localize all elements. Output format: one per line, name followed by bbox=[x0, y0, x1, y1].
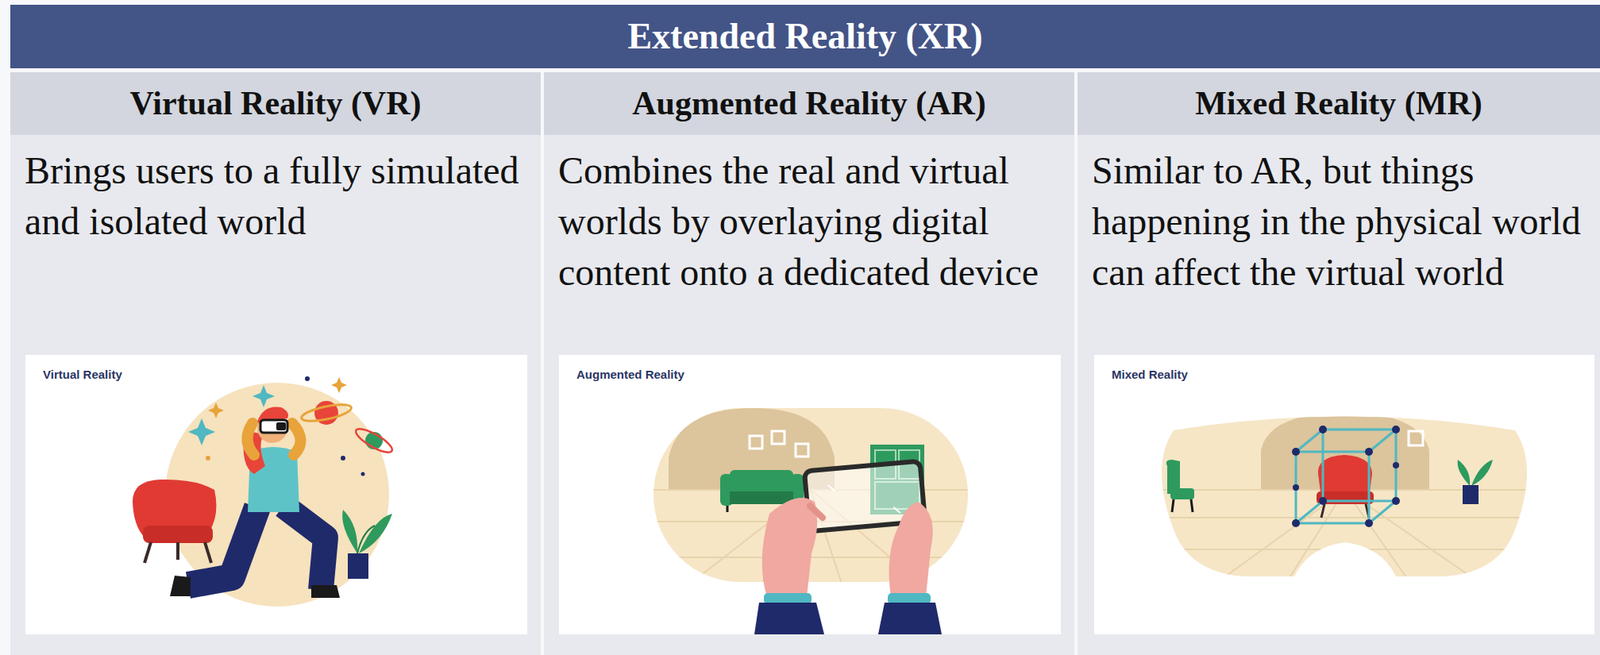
illustration-box: Augmented Reality bbox=[559, 354, 1061, 635]
ar-illustration bbox=[653, 408, 968, 635]
illustration-label: Augmented Reality bbox=[576, 367, 685, 382]
diagram-title: Extended Reality (XR) bbox=[10, 4, 1600, 69]
column-heading: Mixed Reality (MR) bbox=[1077, 72, 1600, 135]
illustration-label: Mixed Reality bbox=[1111, 367, 1188, 382]
column-description: Brings users to a fully simulated and is… bbox=[10, 137, 541, 247]
title-band: Extended Reality (XR) bbox=[10, 4, 1600, 69]
xr-column: Mixed Reality (MR)Similar to AR, but thi… bbox=[1077, 72, 1600, 655]
illustration-box: Mixed Reality bbox=[1094, 354, 1595, 635]
column-description: Similar to AR, but things happening in t… bbox=[1077, 137, 1600, 298]
xr-column: Virtual Reality (VR)Brings users to a fu… bbox=[10, 72, 541, 655]
column-description: Combines the real and virtual worlds by … bbox=[543, 137, 1075, 298]
xr-column: Augmented Reality (AR)Combines the real … bbox=[543, 72, 1075, 655]
vr-illustration bbox=[132, 376, 396, 607]
illustration-box: Virtual Reality bbox=[25, 354, 528, 635]
illustration-label: Virtual Reality bbox=[42, 367, 123, 382]
column-heading: Virtual Reality (VR) bbox=[10, 72, 541, 135]
mr-illustration bbox=[1157, 412, 1539, 586]
column-heading: Augmented Reality (AR) bbox=[543, 72, 1075, 135]
